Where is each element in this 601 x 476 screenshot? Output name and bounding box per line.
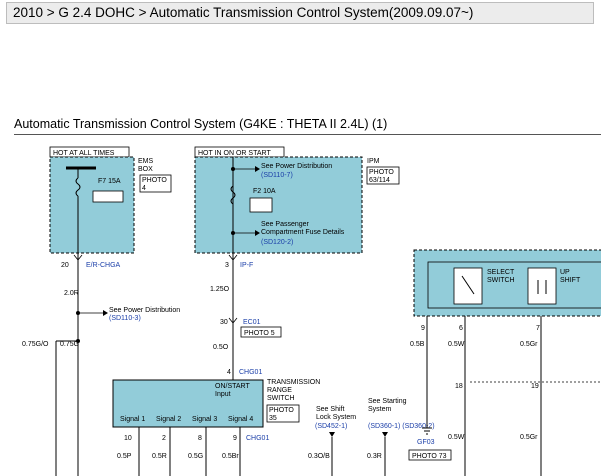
pin-19: 19 [531,383,539,390]
signal-2: Signal 2 [156,416,181,423]
conn-chg01-b: CHG01 [246,435,269,442]
gf03: GF03 [417,439,435,446]
wire-0-5br: 0.5Br [222,453,239,460]
pin-6: 6 [459,325,463,332]
wire-1-25o: 1.25O [210,286,230,293]
ems-box [49,156,135,254]
fuse-f7-label: F7 15A [98,178,121,185]
wire-0-75g-o: 0.75G/O [22,341,49,348]
ipm-box [194,156,363,254]
shift-switch-box [413,249,601,317]
signal-3: Signal 3 [192,416,217,423]
net-er-chga: E/R-CHGA [86,262,121,269]
signal-4: Signal 4 [228,416,253,423]
hot-in-on-start-label: HOT IN ON OR START [198,150,271,157]
sd360-links[interactable]: (SD360-1) (SD360-2) [368,423,435,430]
breadcrumb: 2010 > G 2.4 DOHC > Automatic Transmissi… [6,2,594,24]
pin-20: 20 [61,262,69,269]
pin-9b: 9 [421,325,425,332]
transmission-range-switch-box [112,379,264,428]
pin-9: 9 [233,435,237,442]
pin-4: 4 [227,369,231,376]
wire-0-3o-b: 0.3O/B [308,453,330,460]
wire-0-5gr: 0.5Gr [520,341,538,348]
wire-0-5p: 0.5P [117,453,132,460]
pin-18: 18 [455,383,463,390]
wire-0-5r: 0.5R [152,453,167,460]
wire-0-3r: 0.3R [367,453,382,460]
fuse-f7-symbol [75,177,81,197]
net-ip-f: IP-F [240,262,253,269]
wire-0-5g: 0.5G [188,453,203,460]
pin-7: 7 [536,325,540,332]
sd452-1-link[interactable]: (SD452-1) [315,423,347,430]
sd110-7-link[interactable]: (SD110-7) [261,172,293,179]
fuse-f2-icon [249,197,273,213]
wire-2-0r: 2.0R [64,290,79,297]
fuse-f2-label: F2 10A [253,188,276,195]
sd120-2-link[interactable]: (SD120-2) [261,239,293,246]
title-divider [14,134,601,135]
hot-at-all-times-label: HOT AT ALL TIMES [53,150,115,157]
select-switch-symbol [453,267,483,305]
wire-0-5w: 0.5W [448,341,465,348]
pin-2: 2 [162,435,166,442]
see-power-dist-2: See Power Distribution [109,307,180,314]
pin-8: 8 [198,435,202,442]
conn-ec01: EC01 [243,319,261,326]
pin-30: 30 [220,319,228,326]
gf03-photo: PHOTO 73 [412,453,447,460]
wire-0-5gr-b: 0.5Gr [520,434,538,441]
pin-3: 3 [225,262,229,269]
wire-0-5b: 0.5B [410,341,425,348]
see-power-dist-ipm: See Power Distribution [261,163,332,170]
fuse-f7-icon [92,190,124,203]
conn-chg01: CHG01 [239,369,262,376]
sd110-3-link[interactable]: (SD110-3) [109,315,141,322]
ec01-photo: PHOTO 5 [244,330,275,337]
wire-0-5w-b: 0.5W [448,434,465,441]
up-shift-symbol [527,267,557,305]
pin-10: 10 [124,435,132,442]
wire-0-5o: 0.5O [213,344,229,351]
wire-0-75g: 0.75G [60,341,79,348]
ipm-label: IPM [367,158,380,165]
fuse-f2-symbol [230,185,236,205]
signal-1: Signal 1 [120,416,145,423]
diagram-title: Automatic Transmission Control System (G… [14,117,388,131]
